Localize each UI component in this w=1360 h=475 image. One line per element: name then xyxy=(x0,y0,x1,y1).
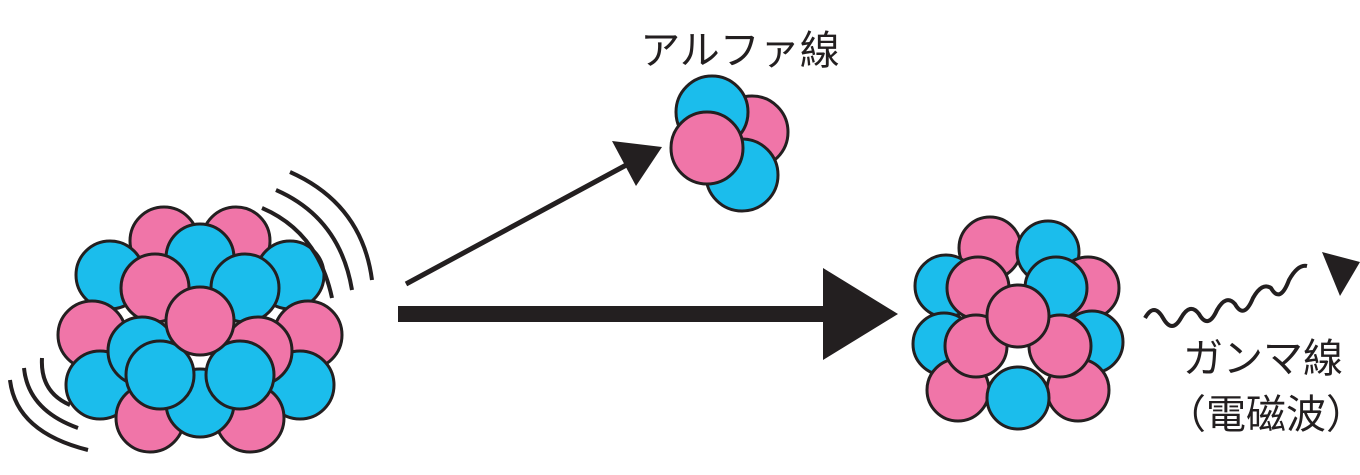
decay-arrow xyxy=(398,268,898,360)
gamma-note-label: （電磁波） xyxy=(1166,392,1360,438)
alpha-particle xyxy=(669,74,790,213)
gamma-ray-arrow xyxy=(1143,252,1360,328)
alpha-label: アルファ線 xyxy=(640,28,840,74)
gamma-label: ガンマ線 xyxy=(1183,336,1343,382)
alpha-arrow xyxy=(404,141,662,287)
vibration-arcs-lower xyxy=(8,357,89,452)
daughter-nucleus xyxy=(911,215,1125,431)
vibration-arcs-upper xyxy=(261,170,374,299)
parent-nucleus xyxy=(56,205,344,454)
